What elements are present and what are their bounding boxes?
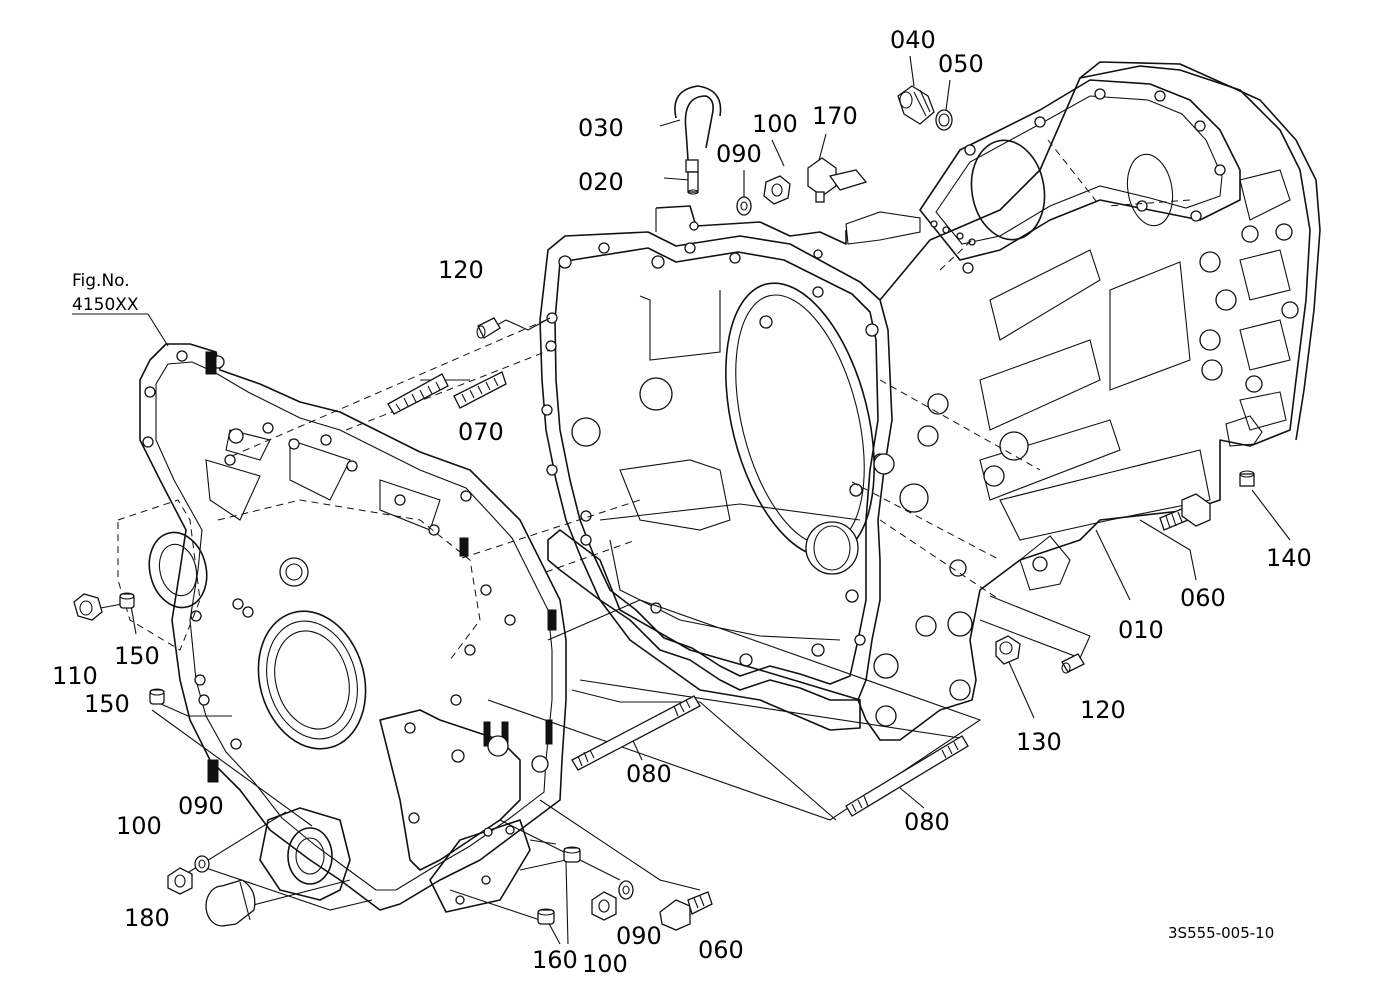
label-050: 050 <box>938 50 984 78</box>
leader-lines <box>72 55 1291 945</box>
label-130: 130 <box>1016 728 1062 756</box>
washer-090-lower-left-icon <box>194 855 210 873</box>
label-120-right: 120 <box>1080 696 1126 724</box>
elbow-fitting-170-icon <box>807 157 868 203</box>
stud-080-left-icon <box>571 695 701 771</box>
drawing-code: 3S555-005-10 <box>1168 924 1274 942</box>
label-020: 020 <box>578 168 624 196</box>
label-070: 070 <box>458 418 504 446</box>
label-060-right: 060 <box>1180 584 1226 612</box>
label-090-bottom: 090 <box>616 922 662 950</box>
nut-100-icon <box>763 175 791 205</box>
hose-030-icon <box>674 85 722 161</box>
nut-100-bottom-icon <box>591 891 617 921</box>
bolt-060-bottom-icon <box>659 891 713 931</box>
plug-040-icon <box>897 85 935 125</box>
label-100-top: 100 <box>752 110 798 138</box>
washer-090-icon <box>736 196 752 216</box>
bolt-160-lower-icon <box>537 908 555 925</box>
pin-120-top-icon <box>476 317 501 339</box>
label-100-bottom: 100 <box>582 950 628 978</box>
label-170: 170 <box>812 102 858 130</box>
plug-140-icon <box>1239 470 1255 487</box>
label-040: 040 <box>890 26 936 54</box>
small-parts <box>73 85 1255 931</box>
label-090-top: 090 <box>716 140 762 168</box>
label-120-top: 120 <box>438 256 484 284</box>
stud-070-icon <box>387 371 507 415</box>
cap-180-icon <box>205 879 256 927</box>
stud-080-right-icon <box>845 735 969 817</box>
fig-no-value: 4150XX <box>72 295 139 315</box>
label-010: 010 <box>1118 616 1164 644</box>
plug-150-upper-icon <box>119 592 135 609</box>
label-060-bottom: 060 <box>698 936 744 964</box>
label-030: 030 <box>578 114 624 142</box>
label-180: 180 <box>124 904 170 932</box>
callout-labels: Fig.No. 4150XX 040 050 030 100 170 090 0… <box>52 26 1312 978</box>
label-100-lower-left: 100 <box>116 812 162 840</box>
assembly-lines <box>231 139 1191 601</box>
transmission-case-010 <box>539 61 1321 741</box>
label-160: 160 <box>532 946 578 974</box>
pin-120-right-icon <box>1061 653 1085 674</box>
label-110: 110 <box>52 662 98 690</box>
plug-110-icon <box>73 593 103 621</box>
o-ring-050-icon <box>935 109 953 131</box>
label-090-lower-left: 090 <box>178 792 224 820</box>
washer-090-bottom-icon <box>618 880 634 900</box>
fig-no-label: Fig.No. <box>72 271 130 291</box>
label-080-left: 080 <box>626 760 672 788</box>
nut-100-lower-left-icon <box>167 867 193 895</box>
label-140: 140 <box>1266 544 1312 572</box>
plug-150-lower-icon <box>149 688 165 705</box>
front-gear-case <box>117 343 567 913</box>
plug-130-icon <box>995 635 1021 665</box>
label-080-right: 080 <box>904 808 950 836</box>
fitting-020-icon <box>685 159 699 195</box>
label-150-lower: 150 <box>84 690 130 718</box>
bolt-160-upper-icon <box>563 846 581 863</box>
label-150-upper: 150 <box>114 642 160 670</box>
bolt-060-right-icon <box>1159 493 1211 531</box>
